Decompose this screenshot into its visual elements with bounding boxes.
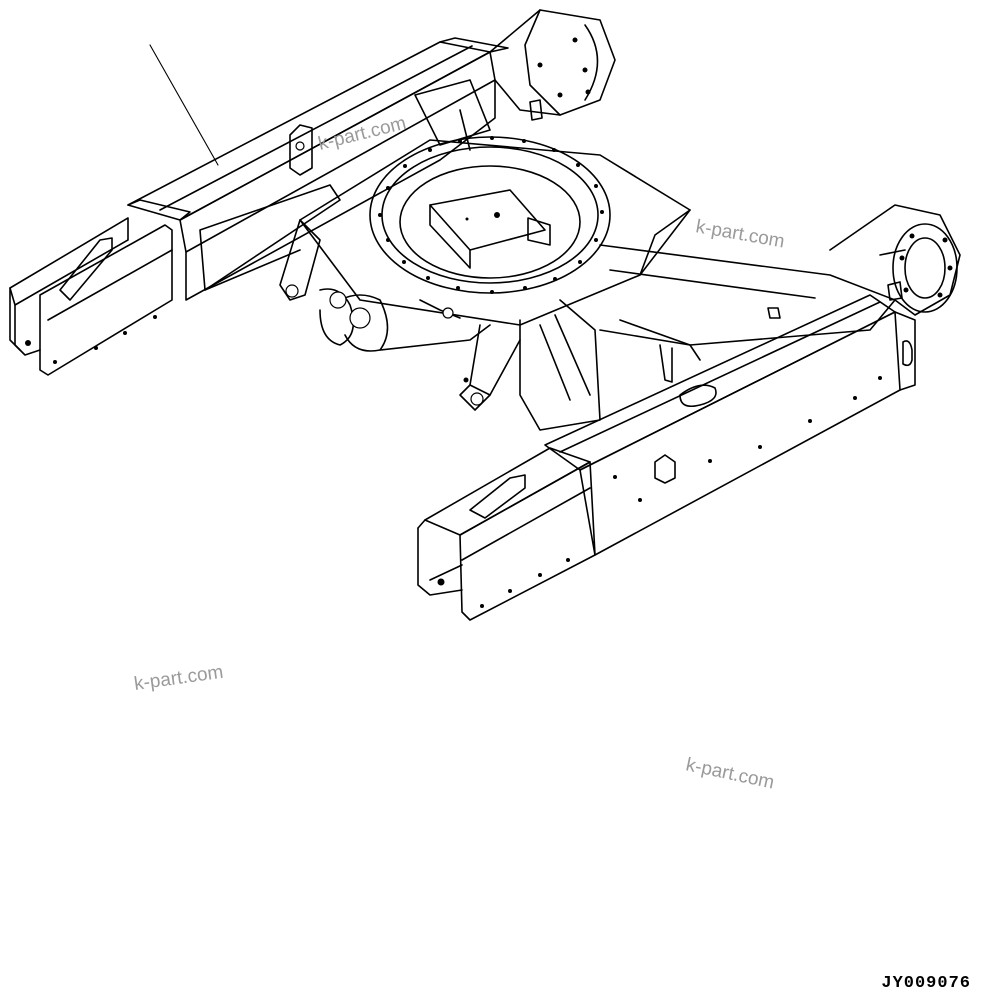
watermark: k-part.com [316, 113, 408, 155]
swing-circle-inner [381, 146, 599, 284]
right-side-frame [417, 204, 961, 621]
center-frame [279, 79, 896, 431]
drawing-id: JY009076 [881, 974, 971, 993]
left-side-frame [9, 9, 616, 376]
swing-circle-outer [369, 136, 611, 294]
watermark: k-part.com [684, 754, 776, 793]
leader-line [149, 44, 219, 166]
watermark: k-part.com [133, 662, 225, 695]
watermark: k-part.com [694, 216, 786, 252]
